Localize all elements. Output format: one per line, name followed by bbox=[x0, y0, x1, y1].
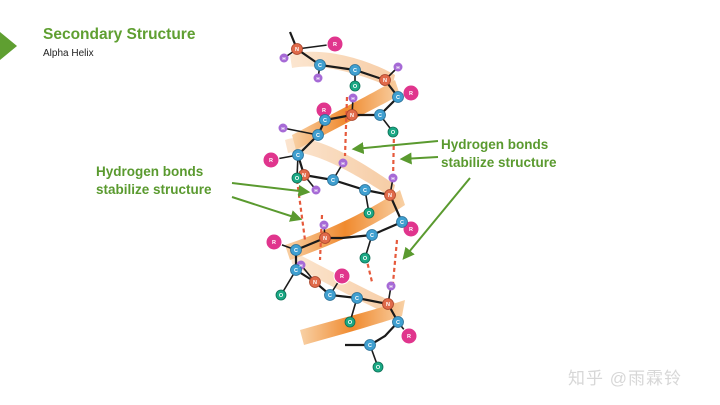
atom-label-n: N bbox=[295, 47, 299, 53]
atom-label-n: N bbox=[350, 113, 354, 119]
atom-label-h: H bbox=[341, 161, 344, 166]
atom-label-o: O bbox=[353, 84, 358, 90]
atom-label-n: N bbox=[323, 236, 327, 242]
atom-label-r: R bbox=[409, 227, 413, 233]
atom-label-c: C bbox=[363, 188, 367, 194]
arrow-left-lower bbox=[231, 196, 303, 222]
atom-label-h: H bbox=[314, 188, 317, 193]
slide-corner-marker bbox=[0, 32, 17, 60]
slide-title: Secondary Structure bbox=[43, 26, 196, 43]
atom-label-c: C bbox=[368, 343, 372, 349]
callout-right: Hydrogen bonds stabilize structure bbox=[441, 136, 557, 172]
atom-label-r: R bbox=[340, 274, 344, 280]
atom-label-r: R bbox=[322, 108, 326, 114]
atom-label-c: C bbox=[318, 63, 322, 69]
atom-label-h: H bbox=[389, 284, 392, 289]
atom-label-n: N bbox=[313, 280, 317, 286]
atom-label-h: H bbox=[391, 176, 394, 181]
atom-label-h: H bbox=[316, 76, 319, 81]
atom-label-c: C bbox=[370, 233, 374, 239]
arrow-right-lower bbox=[402, 177, 471, 260]
atom-label-n: N bbox=[383, 78, 387, 84]
watermark: 知乎 @雨霖铃 bbox=[568, 369, 682, 388]
atom-label-c: C bbox=[378, 113, 382, 119]
atom-label-o: O bbox=[363, 256, 368, 262]
atom-label-o: O bbox=[376, 365, 381, 371]
atom-label-c: C bbox=[294, 248, 298, 254]
atom-label-c: C bbox=[355, 296, 359, 302]
arrow-right-upper bbox=[351, 140, 439, 155]
atom-label-o: O bbox=[279, 293, 284, 299]
atom-label-h: H bbox=[351, 96, 354, 101]
atom-label-c: C bbox=[323, 118, 327, 124]
atoms-oxygen bbox=[275, 80, 399, 373]
atom-label-c: C bbox=[396, 320, 400, 326]
atom-label-c: C bbox=[400, 220, 404, 226]
atom-label-r: R bbox=[272, 240, 276, 246]
atom-label-c: C bbox=[331, 178, 335, 184]
atom-label-r: R bbox=[407, 334, 411, 340]
atom-label-c: C bbox=[328, 293, 332, 299]
atom-label-c: C bbox=[294, 268, 298, 274]
atom-label-n: N bbox=[302, 173, 306, 179]
atom-label-c: C bbox=[296, 153, 300, 159]
atom-label-h: H bbox=[322, 223, 325, 228]
atom-label-r: R bbox=[269, 158, 273, 164]
atom-labels: R R R R R R R R N N N N N N N N C C C C … bbox=[269, 42, 413, 371]
atom-label-n: N bbox=[388, 193, 392, 199]
atom-label-r: R bbox=[409, 91, 413, 97]
atom-label-h: H bbox=[396, 65, 399, 70]
atom-label-c: C bbox=[316, 133, 320, 139]
atom-label-h: H bbox=[281, 126, 284, 131]
callout-arrows bbox=[231, 140, 471, 260]
slide-subtitle: Alpha Helix bbox=[43, 48, 94, 59]
atom-label-c: C bbox=[353, 68, 357, 74]
atom-label-o: O bbox=[391, 130, 396, 136]
callout-right-line-2: stabilize structure bbox=[441, 155, 557, 170]
arrow-left-upper bbox=[231, 182, 311, 197]
callout-left-line-2: stabilize structure bbox=[96, 182, 212, 197]
atoms-nitrogen bbox=[291, 43, 396, 310]
atom-label-c: C bbox=[396, 95, 400, 101]
atom-label-o: O bbox=[367, 211, 372, 217]
arrow-right-middle bbox=[399, 152, 439, 165]
atoms-carbon bbox=[290, 59, 408, 351]
atom-label-o: O bbox=[348, 320, 353, 326]
atom-label-h: H bbox=[282, 56, 285, 61]
callout-left-line-1: Hydrogen bonds bbox=[96, 164, 204, 179]
atom-labels-hydrogen: H H H H H H H H H H H bbox=[281, 56, 399, 289]
atom-label-r: R bbox=[333, 42, 337, 48]
atom-label-o: O bbox=[295, 176, 300, 182]
callout-right-line-1: Hydrogen bonds bbox=[441, 137, 549, 152]
atom-label-h: H bbox=[299, 263, 302, 268]
atoms-hydrogen bbox=[278, 53, 403, 291]
atom-label-n: N bbox=[386, 302, 390, 308]
callout-left: Hydrogen bonds stabilize structure bbox=[96, 163, 212, 199]
